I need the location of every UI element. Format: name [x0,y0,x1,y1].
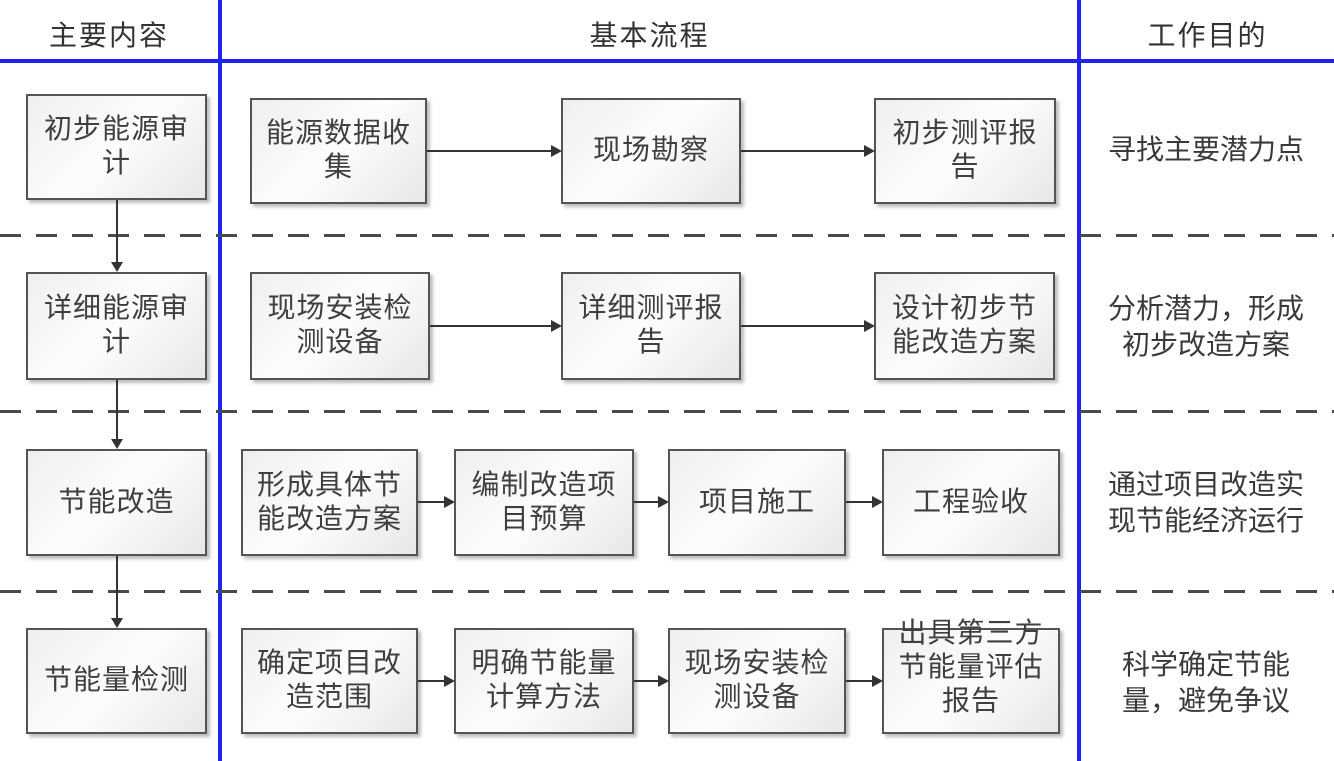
flow-arrow-right-icon [846,496,883,508]
step-box-project-acceptance: 工程验收 [882,449,1060,556]
column-header-main-content: 主要内容 [0,14,218,54]
column-header-label: 基本流程 [589,21,710,52]
step-box-design-preliminary-plan: 设计初步节能改造方案 [874,272,1055,380]
step-box-label: 现场安装检测设备 [267,293,413,358]
row-separator-3 [0,590,1334,593]
flow-arrow-right-icon [430,320,562,332]
row-separator-2 [0,410,1334,413]
flow-arrow-down-icon [111,200,123,272]
main-box-label: 节能改造 [58,486,175,518]
step-box-label: 详细测评报告 [578,293,724,358]
step-box-install-equipment-2: 现场安装检测设备 [668,628,846,734]
step-box-label: 现场勘察 [592,135,709,166]
column-header-label: 工作目的 [1147,21,1268,52]
step-box-form-specific-plan: 形成具体节能改造方案 [241,449,418,556]
main-box-savings-measurement: 节能量检测 [26,628,207,734]
flow-arrow-down-icon [111,380,123,449]
flow-arrow-right-icon [634,675,669,687]
main-box-label: 初步能源审计 [43,114,189,179]
step-box-label: 工程验收 [912,486,1029,518]
column-header-basic-process: 基本流程 [222,14,1077,54]
step-box-label: 现场安装检测设备 [684,648,830,713]
flow-arrow-right-icon [741,320,875,332]
purpose-text-row2: 分析潜力，形成初步改造方案 [1107,294,1304,361]
row-separator-1 [0,234,1334,237]
step-box-label: 明确节能量计算方法 [471,648,617,713]
purpose-text-row1: 寻找主要潜力点 [1107,135,1304,166]
main-box-energy-retrofit: 节能改造 [26,449,207,556]
step-box-detailed-report: 详细测评报告 [561,272,741,380]
step-box-label: 形成具体节能改造方案 [256,469,402,535]
column-divider-right [1077,0,1081,761]
step-box-project-budget: 编制改造项目预算 [454,449,634,556]
main-box-detailed-audit: 详细能源审计 [26,272,207,380]
step-box-determine-scope: 确定项目改造范围 [241,628,418,734]
step-box-third-party-report: 出具第三方节能量评估报告 [882,618,1060,734]
step-box-label: 编制改造项目预算 [471,469,617,535]
header-divider [0,59,1334,63]
purpose-text-row3: 通过项目改造实现节能经济运行 [1107,470,1304,537]
main-box-label: 节能量检测 [43,665,189,696]
step-box-calculation-method: 明确节能量计算方法 [454,628,634,734]
step-box-label: 出具第三方节能量评估报告 [898,618,1044,717]
flow-arrow-right-icon [634,496,669,508]
step-box-label: 确定项目改造范围 [256,648,402,713]
flow-arrow-right-icon [418,496,455,508]
flow-arrow-right-icon [418,675,455,687]
flow-arrow-right-icon [427,145,562,157]
step-box-label: 设计初步节能改造方案 [891,293,1037,358]
flow-arrow-right-icon [741,145,875,157]
column-header-work-purpose: 工作目的 [1081,14,1334,54]
step-box-label: 初步测评报告 [892,118,1038,183]
step-box-project-construction: 项目施工 [668,449,846,556]
main-box-preliminary-audit: 初步能源审计 [26,94,207,200]
step-box-energy-data-collection: 能源数据收集 [250,98,427,204]
flow-arrow-right-icon [846,675,883,687]
step-box-label: 能源数据收集 [265,118,411,183]
column-divider-left [218,0,222,761]
column-header-label: 主要内容 [48,21,169,52]
flow-arrow-down-icon [111,556,123,628]
step-box-site-survey: 现场勘察 [561,98,741,204]
main-box-label: 详细能源审计 [43,293,189,358]
step-box-preliminary-report: 初步测评报告 [874,98,1056,204]
step-box-install-equipment-1: 现场安装检测设备 [250,272,430,380]
step-box-label: 项目施工 [698,486,815,518]
purpose-text-row4: 科学确定节能量，避免争议 [1121,650,1290,717]
